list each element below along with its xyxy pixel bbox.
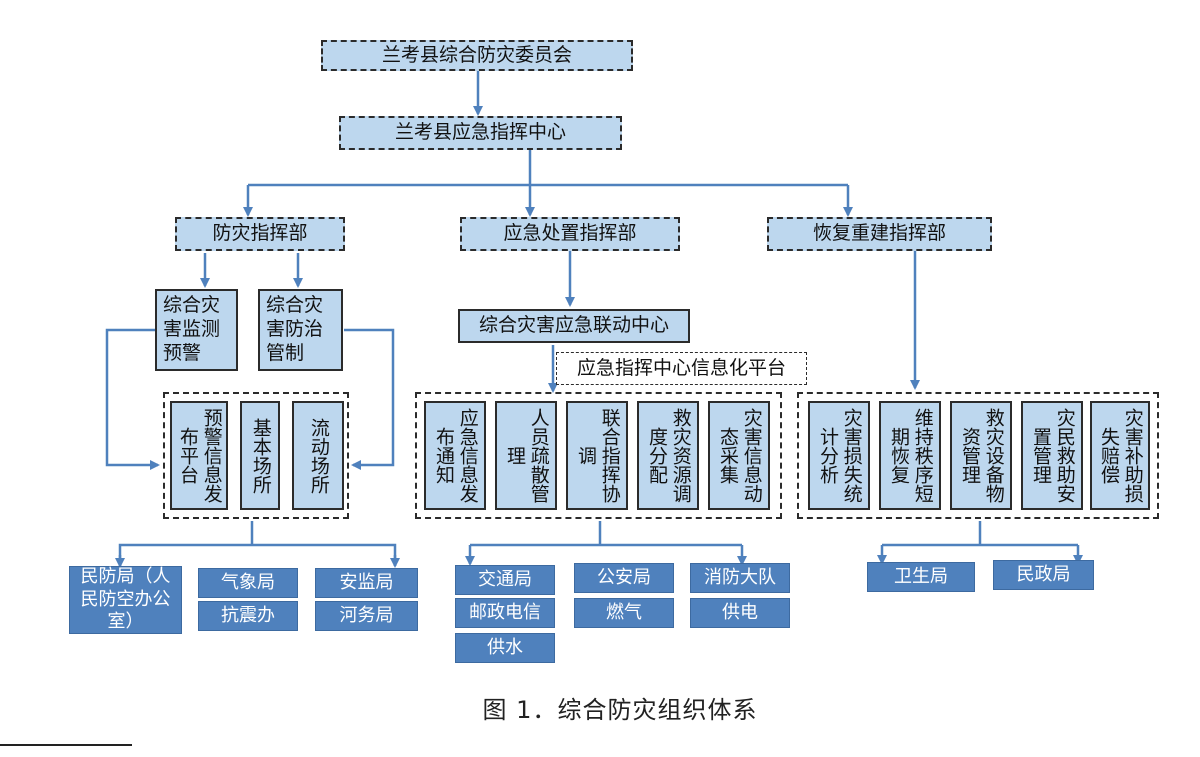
command-center-box: 兰考县应急指挥中心 bbox=[339, 116, 622, 150]
branch-disaster-prevention: 防灾指挥部 bbox=[175, 217, 345, 251]
agency-transport: 交通局 bbox=[455, 565, 555, 595]
agency-meteorology: 气象局 bbox=[198, 568, 298, 598]
agency-civil-defense: 民防局（人民防空办公室） bbox=[69, 566, 182, 634]
resource-dispatch-box: 救灾资源调度分配 bbox=[637, 401, 699, 510]
mobile-site-box: 流动场所 bbox=[292, 401, 344, 510]
committee-box: 兰考县综合防灾委员会 bbox=[321, 40, 633, 71]
branch-emergency-response: 应急处置指挥部 bbox=[460, 217, 680, 251]
line-left-agencies-bus bbox=[118, 543, 397, 566]
info-platform-box: 应急指挥中心信息化平台 bbox=[556, 352, 807, 385]
agency-water: 供水 bbox=[455, 633, 555, 663]
arrow-control-to-items bbox=[344, 328, 395, 470]
info-collection-box: 灾害信息动态采集 bbox=[708, 401, 770, 510]
equipment-management-box: 救灾设备物资管理 bbox=[950, 401, 1012, 510]
order-recovery-box: 维持秩序短期恢复 bbox=[879, 401, 941, 510]
victim-relief-box: 灾民救助安置管理 bbox=[1021, 401, 1083, 510]
arrow-monitor-to-items bbox=[105, 328, 160, 470]
agency-public-security: 公安局 bbox=[574, 563, 674, 593]
agency-safety-supervision: 安监局 bbox=[315, 568, 418, 598]
agency-health: 卫生局 bbox=[867, 562, 975, 592]
agency-power: 供电 bbox=[690, 598, 790, 628]
agency-earthquake-office: 抗震办 bbox=[198, 601, 298, 631]
compensation-box: 灾害补助损失赔偿 bbox=[1090, 401, 1150, 510]
agency-gas: 燃气 bbox=[574, 598, 674, 628]
agency-river-affairs: 河务局 bbox=[315, 601, 418, 631]
loss-statistics-box: 灾害损失统计分析 bbox=[808, 401, 870, 510]
info-release-box: 应急信息发布通知 bbox=[424, 401, 486, 510]
branch-recovery: 恢复重建指挥部 bbox=[767, 217, 992, 251]
prevention-control-box: 综合灾害防治管制 bbox=[258, 289, 343, 371]
left-item-group bbox=[163, 392, 349, 519]
agency-post-telecom: 邮政电信 bbox=[455, 598, 555, 628]
evacuation-box: 人员疏散管理 bbox=[495, 401, 557, 510]
linkage-center-box: 综合灾害应急联动中心 bbox=[458, 309, 690, 343]
agency-fire-brigade: 消防大队 bbox=[690, 563, 790, 593]
figure-caption: 图 1．综合防灾组织体系 bbox=[482, 696, 758, 724]
basic-site-box: 基本场所 bbox=[240, 401, 280, 510]
joint-command-box: 联合指挥协调 bbox=[566, 401, 628, 510]
middle-item-group bbox=[415, 392, 782, 519]
agency-civil-affairs: 民政局 bbox=[993, 560, 1094, 590]
monitoring-warning-box: 综合灾害监测预警 bbox=[155, 289, 238, 371]
footnote-rule bbox=[0, 744, 132, 746]
warning-platform-box: 预警信息发布平台 bbox=[170, 401, 228, 510]
right-item-group bbox=[797, 392, 1159, 519]
